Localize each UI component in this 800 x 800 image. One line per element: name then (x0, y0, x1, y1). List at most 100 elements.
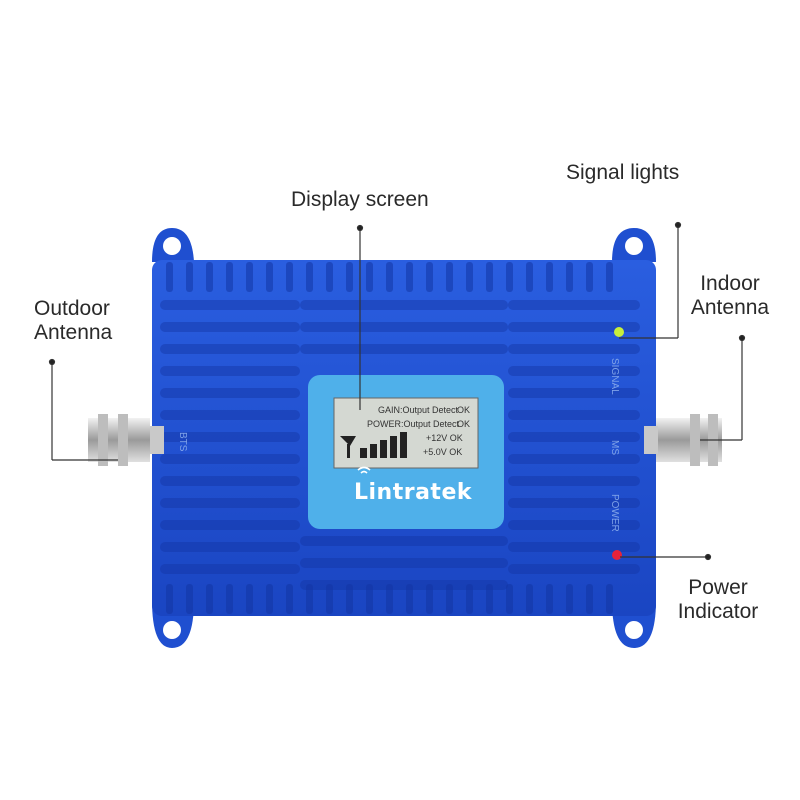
horizontal-fin (160, 300, 300, 310)
lcd-5v-status: +5.0V OK (423, 447, 463, 457)
indoor-antenna-line2: Antenna (690, 296, 770, 319)
bottom-fin (186, 584, 193, 614)
ms-port-label: MS (609, 440, 620, 455)
bottom-fin (386, 584, 393, 614)
bottom-fin (506, 584, 513, 614)
top-fin (426, 262, 433, 292)
top-fin (226, 262, 233, 292)
horizontal-fin (508, 322, 640, 332)
top-fin (506, 262, 513, 292)
top-fin (286, 262, 293, 292)
outdoor-antenna-connector (88, 414, 164, 466)
horizontal-fin (300, 536, 508, 546)
horizontal-fin (508, 454, 640, 464)
horizontal-fin (508, 520, 640, 530)
bottom-fin (566, 584, 573, 614)
bottom-fin (246, 584, 253, 614)
horizontal-fin (508, 542, 640, 552)
lcd-row-power-status: OK (457, 418, 470, 431)
display-screen-label: Display screen (291, 188, 429, 212)
top-fin (366, 262, 373, 292)
bottom-fin (526, 584, 533, 614)
horizontal-fin (160, 476, 300, 486)
horizontal-fin (160, 520, 300, 530)
horizontal-fin (508, 432, 640, 442)
lcd-power-status: OK (457, 419, 471, 429)
lcd-signal-bars (340, 432, 407, 458)
signal-side-label: SIGNAL (609, 358, 620, 395)
bottom-fin (486, 584, 493, 614)
bottom-fin (586, 584, 593, 614)
lcd-gain-label: GAIN:Output Detect (378, 405, 459, 415)
signal-led (614, 327, 624, 337)
bts-port-label: BTS (177, 432, 188, 452)
horizontal-fin (160, 366, 300, 376)
bottom-fin (466, 584, 473, 614)
horizontal-fin (508, 498, 640, 508)
horizontal-fin (160, 432, 300, 442)
horizontal-fin (160, 498, 300, 508)
power-indicator-label: Power Indicator (668, 576, 768, 624)
bottom-fin (406, 584, 413, 614)
outdoor-antenna-line1: Outdoor (34, 297, 110, 320)
lcd-row-12v: +12V OK (426, 432, 463, 445)
horizontal-fin (508, 300, 640, 310)
top-fin (566, 262, 573, 292)
display-screen-text: Display screen (291, 188, 429, 211)
lcd-gain-status: OK (457, 405, 471, 415)
logo-wifi-mark (357, 466, 371, 474)
top-fin (326, 262, 333, 292)
mounting-ear-top-left (152, 228, 194, 262)
power-side-label: POWER (609, 494, 620, 532)
lcd-power-label: POWER:Output Detect (367, 419, 460, 429)
signal-lights-label: Signal lights (566, 161, 679, 185)
top-fin (206, 262, 213, 292)
top-fin (446, 262, 453, 292)
lcd-row-5v: +5.0V OK (423, 446, 462, 459)
lcd-12v-status: +12V OK (426, 433, 463, 443)
horizontal-fin (300, 344, 508, 354)
horizontal-fin (160, 564, 300, 574)
horizontal-fin (160, 388, 300, 398)
lcd-row-gain: GAIN:Output Detect (378, 404, 458, 417)
bottom-fin (546, 584, 553, 614)
bottom-fin (366, 584, 373, 614)
top-fin (246, 262, 253, 292)
bottom-fin (346, 584, 353, 614)
horizontal-fin (508, 388, 640, 398)
lcd-row-gain-status: OK (457, 404, 470, 417)
horizontal-fin (160, 344, 300, 354)
bottom-fin (286, 584, 293, 614)
top-fin (266, 262, 273, 292)
top-fin (406, 262, 413, 292)
top-fin (586, 262, 593, 292)
top-fin (606, 262, 613, 292)
horizontal-fin (508, 410, 640, 420)
bottom-fin (326, 584, 333, 614)
top-fin (466, 262, 473, 292)
horizontal-fin (160, 542, 300, 552)
horizontal-fin (508, 344, 640, 354)
horizontal-fin (160, 410, 300, 420)
top-fin (306, 262, 313, 292)
brand-logo: Lintratek (354, 480, 473, 505)
horizontal-fin (300, 322, 508, 332)
indoor-antenna-line1: Indoor (700, 272, 760, 295)
top-fin (186, 262, 193, 292)
bottom-fin (206, 584, 213, 614)
top-fin (166, 262, 173, 292)
horizontal-fin (508, 564, 640, 574)
top-fin (526, 262, 533, 292)
mounting-ear-top-right (612, 228, 656, 262)
horizontal-fin (160, 322, 300, 332)
outdoor-antenna-line2: Antenna (34, 321, 113, 344)
lcd-row-power: POWER:Output Detect (367, 418, 459, 431)
top-fin (546, 262, 553, 292)
top-fin (486, 262, 493, 292)
indoor-antenna-label: Indoor Antenna (680, 272, 780, 320)
horizontal-fin (300, 558, 508, 568)
power-indicator-line2: Indicator (677, 600, 759, 623)
callout-lines (48, 221, 746, 561)
bottom-fin (606, 584, 613, 614)
horizontal-fin (300, 580, 508, 590)
